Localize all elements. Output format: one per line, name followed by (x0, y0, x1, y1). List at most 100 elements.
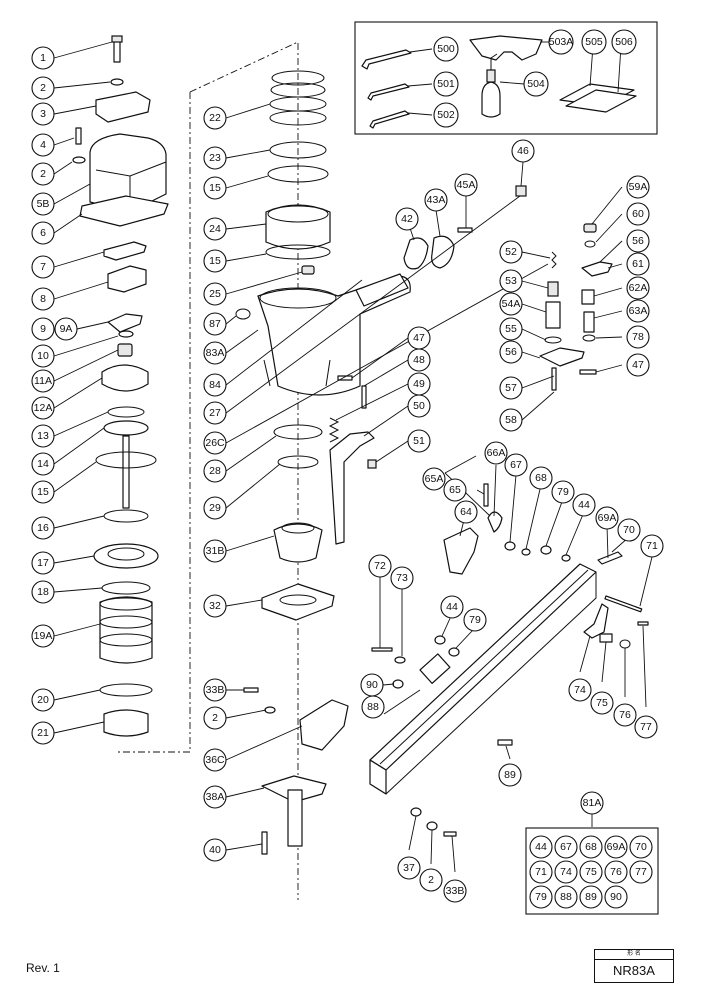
callout-25: 25 (203, 282, 227, 306)
set-item-44: 44 (529, 835, 553, 859)
set-item-88: 88 (554, 885, 578, 909)
callout-71: 71 (640, 534, 664, 558)
callout-26C: 26C (203, 431, 227, 455)
callout-17: 17 (31, 551, 55, 575)
svg-text:54A: 54A (502, 298, 521, 310)
svg-text:9: 9 (40, 323, 46, 335)
svg-text:47: 47 (632, 359, 644, 371)
callout-73: 73 (390, 566, 414, 590)
hex-wrench-500 (361, 48, 433, 70)
callout-20: 20 (31, 688, 55, 712)
svg-text:43A: 43A (427, 194, 446, 206)
svg-text:90: 90 (610, 891, 622, 903)
callout-506: 506 (611, 29, 637, 55)
svg-text:59A: 59A (629, 181, 648, 193)
svg-text:71: 71 (646, 540, 658, 552)
model-name: NR83A (613, 963, 655, 978)
oil-bottle-504 (481, 53, 525, 118)
svg-text:23: 23 (209, 152, 221, 164)
svg-text:3: 3 (40, 108, 46, 120)
callout-11A: 11A (31, 369, 55, 393)
svg-text:53: 53 (505, 275, 517, 287)
callout-45A: 45A (454, 173, 478, 197)
svg-text:63A: 63A (629, 305, 648, 317)
svg-text:57: 57 (505, 382, 517, 394)
set-item-76: 76 (604, 860, 628, 884)
svg-text:72: 72 (374, 560, 386, 572)
callout-33B: 33B (203, 678, 227, 702)
svg-text:44: 44 (578, 499, 590, 511)
svg-text:49: 49 (413, 378, 425, 390)
svg-text:33B: 33B (446, 885, 465, 897)
callout-2: 2 (31, 76, 55, 100)
callout-47: 47 (626, 353, 650, 377)
svg-text:500: 500 (437, 43, 455, 55)
callout-42: 42 (395, 207, 419, 231)
svg-text:69A: 69A (598, 512, 617, 524)
set-item-74: 74 (554, 860, 578, 884)
svg-text:6: 6 (40, 227, 46, 239)
callout-504: 504 (523, 71, 549, 97)
svg-text:5B: 5B (37, 198, 50, 210)
callout-53: 53 (499, 269, 523, 293)
callout-51: 51 (407, 429, 431, 453)
callout-21: 21 (31, 721, 55, 745)
callout-88: 88 (361, 695, 385, 719)
svg-text:24: 24 (209, 223, 221, 235)
callout-58: 58 (499, 408, 523, 432)
svg-text:61: 61 (632, 258, 644, 270)
callout-90: 90 (360, 673, 384, 697)
svg-text:77: 77 (635, 866, 647, 878)
model-box: 形 名 NR83A (594, 949, 674, 983)
callout-60: 60 (626, 202, 650, 226)
callout-59A: 59A (626, 175, 650, 199)
svg-text:29: 29 (209, 502, 221, 514)
callout-16: 16 (31, 516, 55, 540)
svg-text:74: 74 (574, 684, 586, 696)
svg-text:16: 16 (37, 522, 49, 534)
callout-3: 3 (31, 102, 55, 126)
callout-65A: 65A (422, 467, 446, 491)
callout-83A: 83A (203, 341, 227, 365)
callout-87: 87 (203, 312, 227, 336)
svg-text:73: 73 (396, 572, 408, 584)
callout-52: 52 (499, 240, 523, 264)
svg-text:42: 42 (401, 213, 413, 225)
svg-text:69A: 69A (607, 841, 626, 853)
callout-74: 74 (568, 678, 592, 702)
svg-text:76: 76 (619, 709, 631, 721)
svg-text:50: 50 (413, 400, 425, 412)
accessories-box (354, 21, 658, 135)
callout-70: 70 (617, 518, 641, 542)
svg-text:502: 502 (437, 109, 455, 121)
callout-64: 64 (454, 500, 478, 524)
svg-text:78: 78 (632, 331, 644, 343)
svg-text:33B: 33B (206, 684, 225, 696)
callout-37: 37 (397, 856, 421, 880)
svg-text:2: 2 (428, 874, 434, 886)
callout-19A: 19A (31, 624, 55, 648)
callout-1: 1 (31, 46, 55, 70)
callout-15: 15 (31, 480, 55, 504)
svg-text:38A: 38A (206, 791, 225, 803)
callout-4: 4 (31, 133, 55, 157)
svg-text:68: 68 (585, 841, 597, 853)
svg-text:74: 74 (560, 866, 572, 878)
callout-15: 15 (203, 249, 227, 273)
svg-text:15: 15 (37, 486, 49, 498)
callout-40: 40 (203, 838, 227, 862)
callout-22: 22 (203, 106, 227, 130)
callout-79: 79 (463, 608, 487, 632)
callout-503A: 503A (548, 29, 574, 55)
svg-text:52: 52 (505, 246, 517, 258)
svg-text:28: 28 (209, 465, 221, 477)
callout-89: 89 (498, 763, 522, 787)
callout-9: 9 (31, 317, 55, 341)
model-header: 形 名 (595, 950, 673, 960)
callout-69A: 69A (595, 506, 619, 530)
callout-12A: 12A (31, 396, 55, 420)
svg-text:2: 2 (40, 168, 46, 180)
callout-76: 76 (613, 703, 637, 727)
svg-text:20: 20 (37, 694, 49, 706)
